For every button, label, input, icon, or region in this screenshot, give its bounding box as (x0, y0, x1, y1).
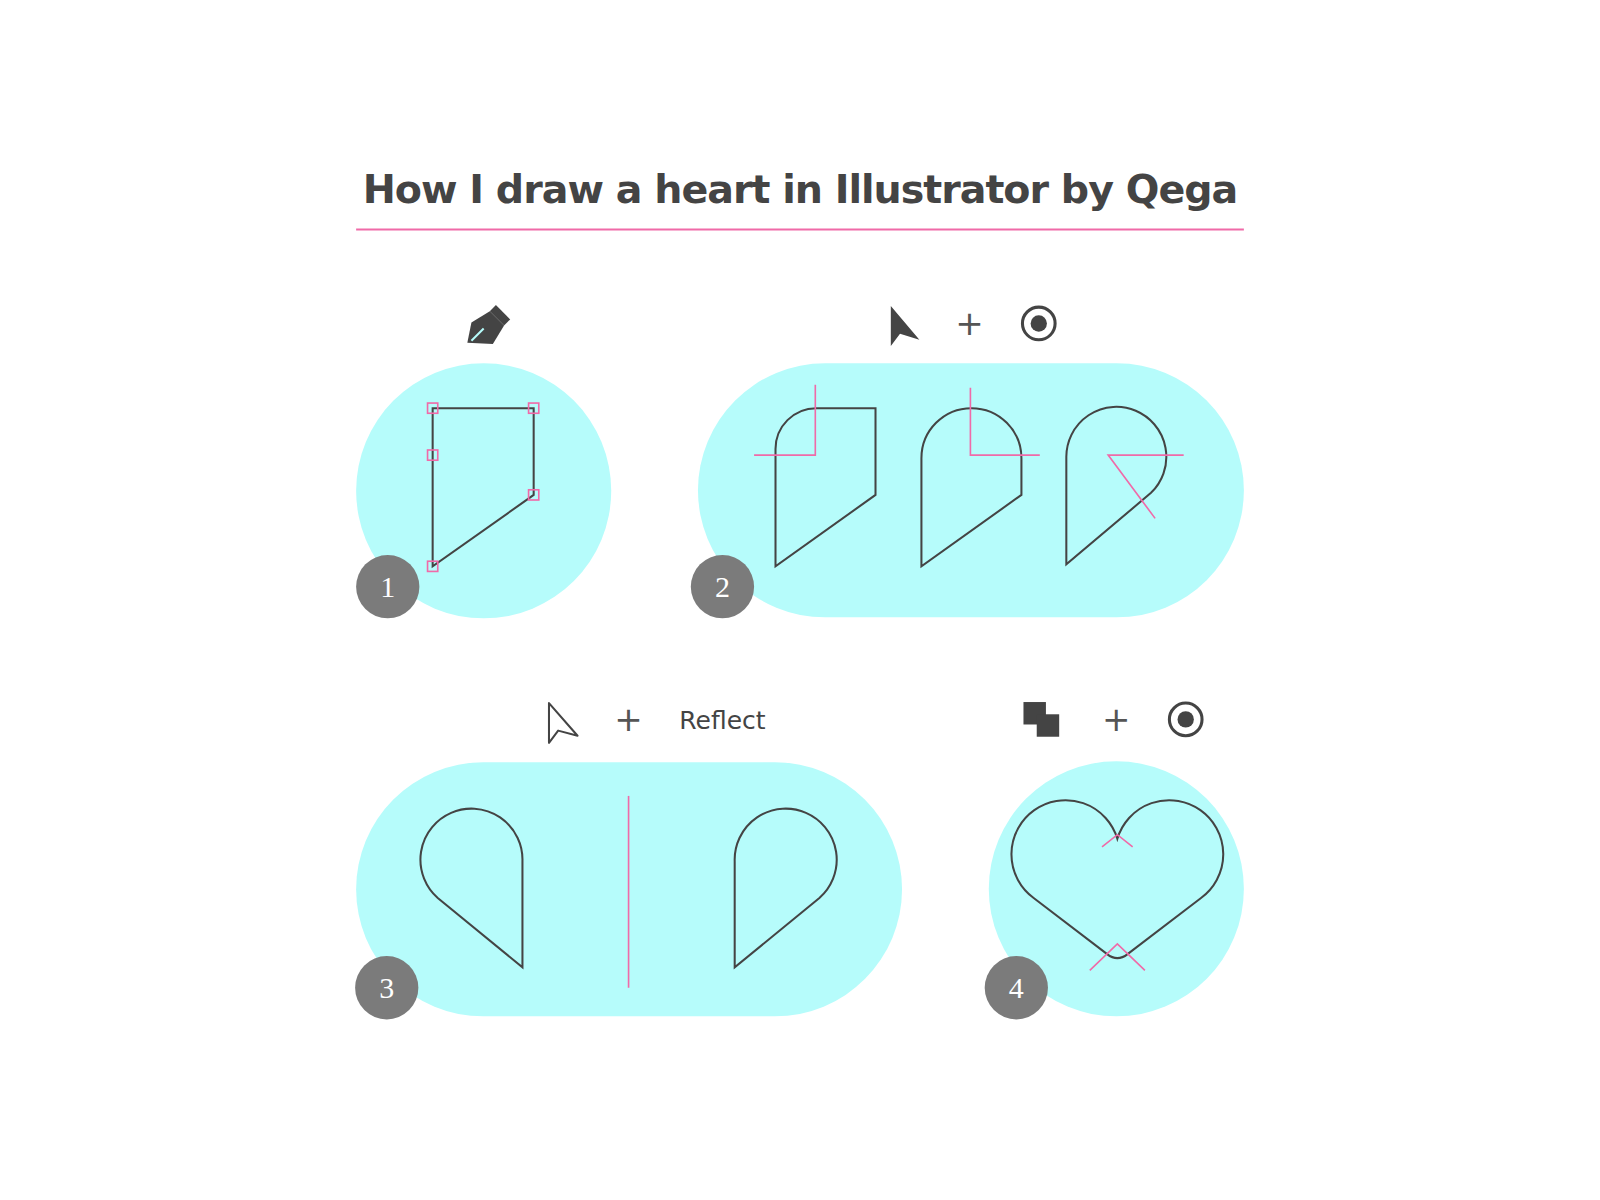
callout-number: 1 (380, 572, 395, 602)
plus-sign: + (955, 306, 984, 340)
callout-number: 2 (715, 572, 730, 602)
page-title: How I draw a heart in Illustrator by Qeg… (363, 170, 1238, 210)
callout-number: 3 (379, 973, 394, 1003)
tool-label: Reflect (679, 708, 765, 733)
plus-sign: + (1102, 702, 1131, 736)
plus-sign: + (614, 702, 643, 736)
callout-number: 4 (1009, 973, 1024, 1003)
